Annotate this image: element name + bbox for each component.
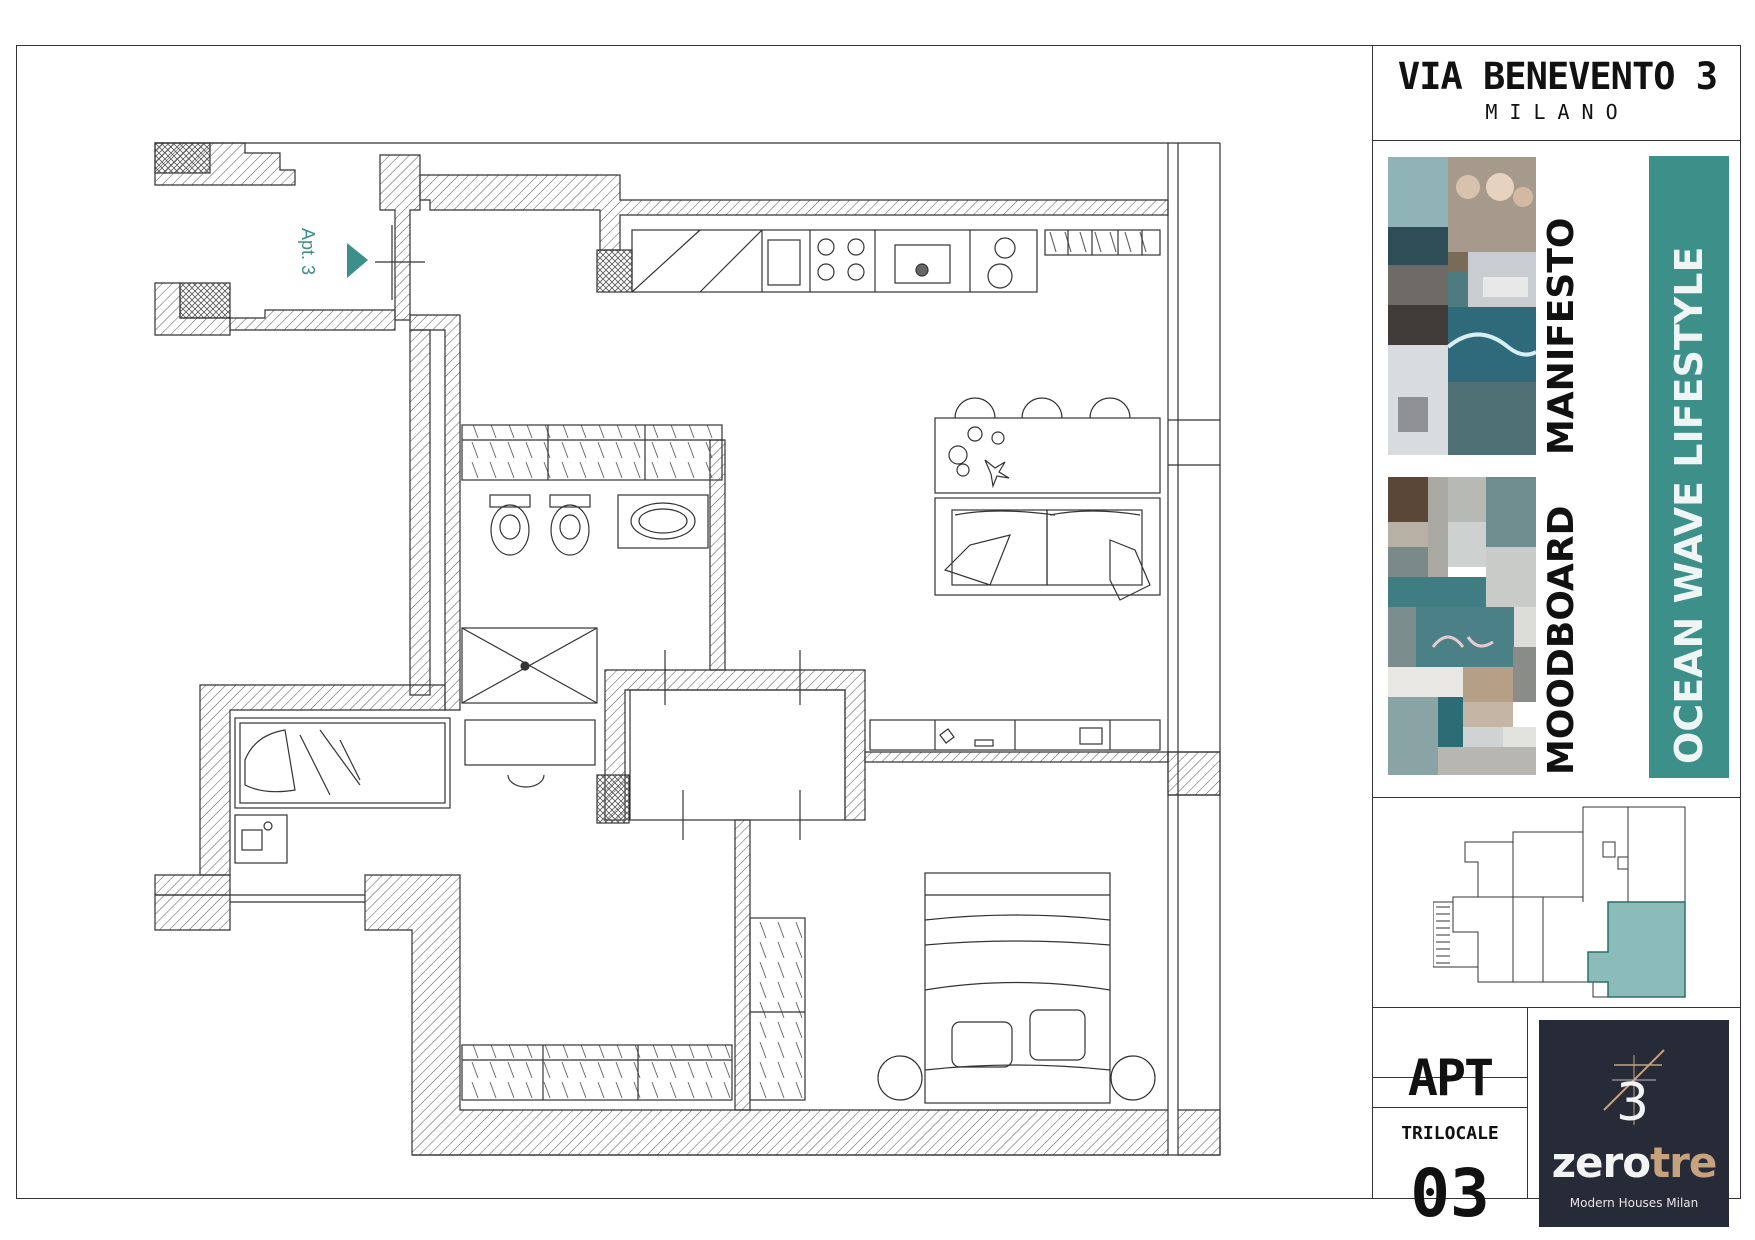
- apartment-label: APT: [1407, 1049, 1494, 1107]
- apartment-entrance-label: Apt. 3: [298, 228, 318, 276]
- city-subtitle: MILANO: [1485, 100, 1630, 124]
- moodboard-image: [1388, 477, 1536, 775]
- lifestyle-title: OCEAN WAVE LIFESTYLE: [1667, 246, 1711, 764]
- logo-word-zero: zero: [1551, 1138, 1651, 1187]
- divider: [1373, 1077, 1527, 1078]
- entrance-arrow-icon: [347, 243, 368, 278]
- divider: [1373, 140, 1741, 141]
- divider: [1373, 1007, 1741, 1008]
- moodboard-title: MOODBOARD: [1541, 505, 1582, 775]
- drawing-frame: [16, 45, 1741, 1199]
- title-block: VIA BENEVENTO 3 MILANO MANIFESTO: [1372, 45, 1741, 1232]
- lifestyle-banner: OCEAN WAVE LIFESTYLE: [1649, 156, 1729, 778]
- logo-word-tre: tre: [1650, 1138, 1717, 1187]
- divider: [1373, 797, 1741, 798]
- logo-wordmark: zerotre: [1539, 1138, 1729, 1187]
- logo-tagline: Modern Houses Milan: [1569, 1196, 1699, 1210]
- manifesto-title: MANIFESTO: [1541, 217, 1582, 455]
- logo-mark-text: 3: [1616, 1073, 1649, 1130]
- logo-mark-icon: 3: [1603, 1049, 1665, 1130]
- brand-logo: 3 zerotre Modern Houses Milan: [1539, 1020, 1729, 1227]
- divider: [1373, 1107, 1527, 1108]
- divider: [1527, 1007, 1528, 1199]
- manifesto-image: [1388, 157, 1536, 455]
- apartment-type: TRILOCALE: [1401, 1123, 1499, 1144]
- key-plan: [1433, 806, 1686, 998]
- apartment-number: 03: [1410, 1155, 1490, 1232]
- address-title: VIA BENEVENTO 3: [1397, 55, 1718, 98]
